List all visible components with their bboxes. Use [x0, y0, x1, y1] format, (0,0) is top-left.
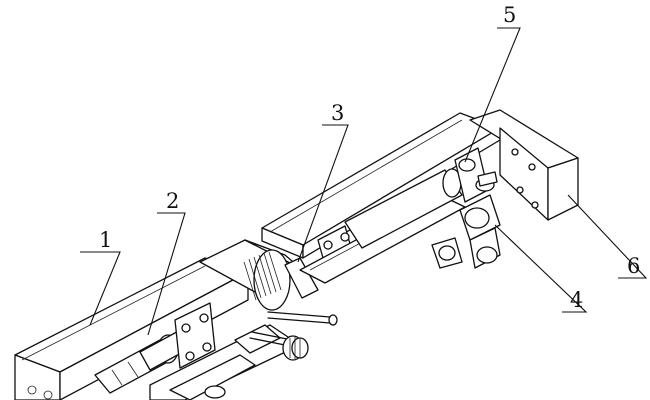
callout-3: 3 — [331, 101, 344, 125]
part-6-end-housing — [469, 109, 579, 221]
lower-bracket — [174, 302, 216, 369]
part-3-motor-cylinder — [199, 239, 319, 311]
adjustment-knob — [249, 331, 309, 361]
guide-rod — [267, 311, 338, 326]
callout-4: 4 — [570, 288, 583, 312]
piston-cylinder — [344, 168, 463, 249]
part-4-lower-joint — [431, 194, 501, 269]
callout-6: 6 — [627, 254, 640, 278]
callout-2: 2 — [166, 189, 179, 213]
callout-1: 1 — [99, 228, 112, 252]
gear-ribs — [243, 251, 282, 301]
part-5-upper-joint — [454, 147, 498, 203]
leader-lines — [80, 27, 648, 336]
callout-5: 5 — [503, 3, 516, 27]
